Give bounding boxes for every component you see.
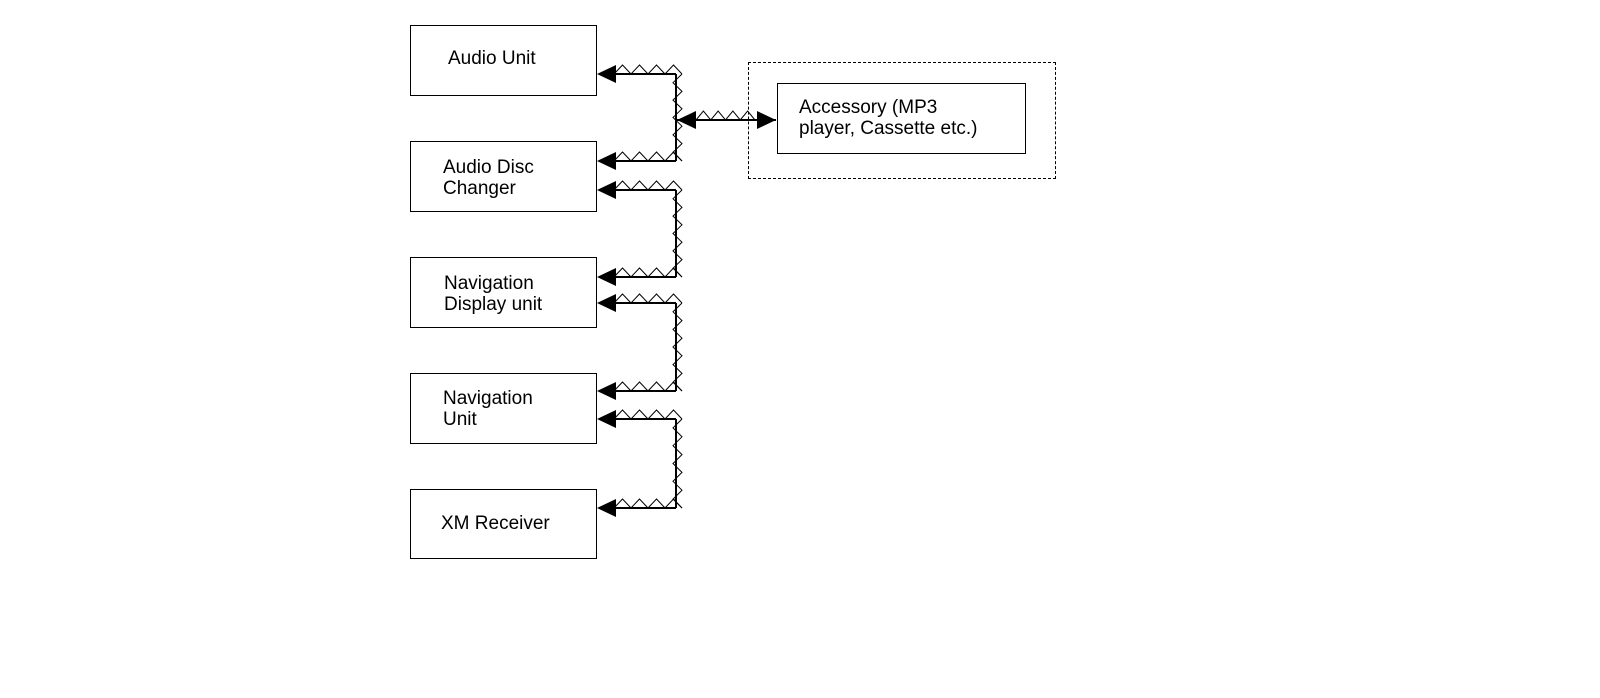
navunit-to-xm-link-bottom-arrow [597,499,616,517]
navdisplay-to-navunit-link-top-zigzag [613,293,683,304]
accessory-label: Accessory (MP3 player, Cassette etc.) [799,97,978,139]
optional-accessory-group [748,62,1056,179]
navdisplay-to-navunit-link-bottom-arrow [597,382,616,400]
navigation-unit-label: Navigation Unit [443,388,533,430]
audio-to-disc-link-vertical-zigzag [672,73,683,162]
navigation-display-unit-box: Navigation Display unit [410,257,597,328]
audio-to-disc-link-bottom-arrow [597,152,616,170]
audio-disc-changer-box: Audio Disc Changer [410,141,597,212]
navdisplay-to-navunit-link-vertical-zigzag [672,302,683,392]
disc-to-navdisplay-link-vertical-zigzag [672,189,683,278]
navdisplay-to-navunit-link-top-arrow [597,294,616,312]
audio-to-disc-link-top-zigzag [613,64,683,75]
audio-unit-box: Audio Unit [410,25,597,96]
navunit-to-xm-link-top-arrow [597,410,616,428]
accessory-link-left-arrow [677,111,696,129]
navdisplay-to-navunit-link-bottom-zigzag [613,381,683,392]
navunit-to-xm-link-bottom-zigzag [613,498,683,509]
navunit-to-xm-link-vertical-zigzag [672,418,683,509]
navigation-unit-box: Navigation Unit [410,373,597,444]
xm-receiver-box: XM Receiver [410,489,597,559]
navunit-to-xm-link-top-zigzag [613,409,683,420]
accessory-link-right-arrow [757,111,776,129]
audio-unit-label: Audio Unit [448,48,536,69]
navigation-display-unit-label: Navigation Display unit [444,273,543,315]
audio-to-disc-link-bottom-zigzag [613,151,683,162]
disc-to-navdisplay-link-bottom-zigzag [613,267,683,278]
accessory-link-zigzag [695,110,756,121]
disc-to-navdisplay-link-bottom-arrow [597,268,616,286]
disc-to-navdisplay-link-top-zigzag [613,180,683,191]
accessory-box: Accessory (MP3 player, Cassette etc.) [777,83,1026,154]
disc-to-navdisplay-link-top-arrow [597,181,616,199]
audio-to-disc-link-top-arrow [597,65,616,83]
audio-disc-changer-label: Audio Disc Changer [443,157,534,199]
xm-receiver-label: XM Receiver [441,513,550,534]
